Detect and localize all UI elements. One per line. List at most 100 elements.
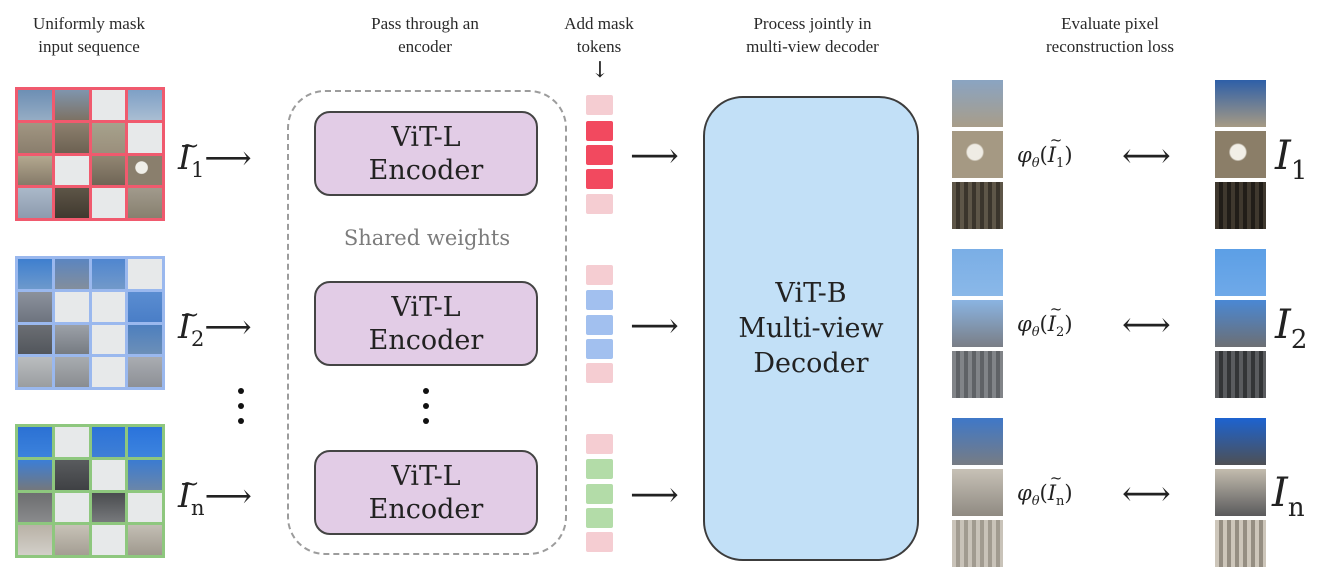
encoder-line2: Encoder <box>368 154 484 186</box>
target-patch <box>1214 468 1267 517</box>
prediction-subscript: 1 <box>1056 156 1065 172</box>
reconstructed-patch <box>951 350 1004 399</box>
input-subscript: n <box>191 496 205 520</box>
visible-token <box>586 339 613 359</box>
target-patch <box>1214 519 1267 568</box>
decoder-line2: Multi-view <box>738 313 884 344</box>
mask-token <box>586 194 613 214</box>
target-symbol: I <box>1275 133 1291 179</box>
header-decode-line1: Process jointly in <box>753 14 872 33</box>
target-subscript: 2 <box>1290 325 1308 355</box>
prediction-subscript: 2 <box>1056 325 1065 341</box>
decoder-line1: ViT-B <box>775 278 847 309</box>
mask-token <box>586 434 613 454</box>
target-subscript: n <box>1287 493 1305 523</box>
input-label-1: ~I1⟶ <box>178 134 252 188</box>
reconstructed-patch <box>951 181 1004 230</box>
encoder-line2: Encoder <box>368 493 484 525</box>
vertical-ellipsis-icon <box>236 388 246 433</box>
tilde-mark: ~ <box>181 472 200 497</box>
prediction-symbol: I <box>1047 143 1057 167</box>
tilde-mark: ~ <box>1049 300 1063 318</box>
target-patch <box>1214 350 1267 399</box>
header-encode: Pass through an encoder <box>330 12 520 58</box>
header-decode: Process jointly in multi-view decoder <box>710 12 915 58</box>
input-subscript: 1 <box>191 158 205 182</box>
header-loss-line1: Evaluate pixel <box>1061 14 1159 33</box>
target-patch <box>1214 79 1267 128</box>
prediction-param: θ <box>1031 156 1040 172</box>
header-tokens: Add mask tokens <box>548 12 650 58</box>
tilde-mark: ~ <box>181 303 200 328</box>
mask-token <box>586 532 613 552</box>
target-symbol: I <box>1272 470 1288 516</box>
header-encode-line1: Pass through an <box>371 14 479 33</box>
input-symbol: I <box>178 307 192 346</box>
prediction-fn: φ <box>1017 312 1032 336</box>
input-subscript: 2 <box>191 327 205 351</box>
visible-token <box>586 484 613 504</box>
reconstructed-patch <box>951 299 1004 348</box>
header-encode-line2: encoder <box>398 37 452 56</box>
visible-token <box>586 169 613 189</box>
target-label-1: I1 <box>1275 133 1307 186</box>
visible-token <box>586 508 613 528</box>
reconstructed-patch <box>951 130 1004 179</box>
encoder-box-1: ViT-L Encoder <box>314 111 538 196</box>
header-mask-line1: Uniformly mask <box>33 14 145 33</box>
visible-token <box>586 121 613 141</box>
mask-token <box>586 363 613 383</box>
prediction-label-n: φθ(~In) <box>1017 469 1073 510</box>
arrow-down-icon: ↓ <box>590 58 610 83</box>
encoder-box-2: ViT-L Encoder <box>314 281 538 366</box>
visible-token <box>586 315 613 335</box>
encoder-line1: ViT-L <box>391 291 461 323</box>
arrow-both-icon: ⟷ <box>1122 474 1171 514</box>
reconstructed-patch <box>951 79 1004 128</box>
shared-weights-label: Shared weights <box>343 226 511 250</box>
input-label-2: ~I2⟶ <box>178 303 252 357</box>
mask-token <box>586 95 613 115</box>
target-subscript: 1 <box>1290 156 1308 186</box>
encoder-line2: Encoder <box>368 324 484 356</box>
tilde-mark: ~ <box>181 134 200 159</box>
target-label-n: In <box>1272 470 1305 523</box>
masked-view-n <box>15 424 165 558</box>
header-loss-line2: reconstruction loss <box>1046 37 1174 56</box>
encoder-line1: ViT-L <box>391 460 461 492</box>
arrow-both-icon: ⟷ <box>1122 136 1171 176</box>
masked-view-1 <box>15 87 165 221</box>
decoder-box: ViT-B Multi-view Decoder <box>703 96 919 561</box>
prediction-fn: φ <box>1017 143 1032 167</box>
target-patch <box>1214 130 1267 179</box>
prediction-param: θ <box>1031 325 1040 341</box>
arrow-both-icon: ⟷ <box>1122 305 1171 345</box>
header-tokens-line1: Add mask <box>564 14 634 33</box>
input-label-n: ~In⟶ <box>178 472 252 526</box>
shared-encoder-group <box>287 90 567 555</box>
header-decode-line2: multi-view decoder <box>746 37 879 56</box>
target-patch <box>1214 181 1267 230</box>
vertical-ellipsis-icon <box>421 388 431 433</box>
target-patch <box>1214 299 1267 348</box>
reconstructed-patch <box>951 468 1004 517</box>
tilde-mark: ~ <box>1049 469 1063 487</box>
arrow-right-icon: ⟶ <box>630 136 679 176</box>
prediction-label-1: φθ(~I1) <box>1017 131 1073 172</box>
prediction-fn: φ <box>1017 481 1032 505</box>
visible-token <box>586 145 613 165</box>
target-patch <box>1214 248 1267 297</box>
reconstructed-patch <box>951 248 1004 297</box>
header-tokens-line2: tokens <box>576 37 622 56</box>
arrow-right-icon: ⟶ <box>630 306 679 346</box>
prediction-param: θ <box>1031 494 1040 510</box>
reconstructed-patch <box>951 519 1004 568</box>
prediction-symbol: I <box>1047 481 1057 505</box>
target-label-2: I2 <box>1275 302 1307 355</box>
header-mask-line2: input sequence <box>38 37 140 56</box>
input-symbol: I <box>178 476 192 515</box>
header-mask: Uniformly mask input sequence <box>4 12 174 58</box>
prediction-symbol: I <box>1047 312 1057 336</box>
arrow-right-icon: ⟶ <box>204 138 252 177</box>
tilde-mark: ~ <box>1049 131 1063 149</box>
